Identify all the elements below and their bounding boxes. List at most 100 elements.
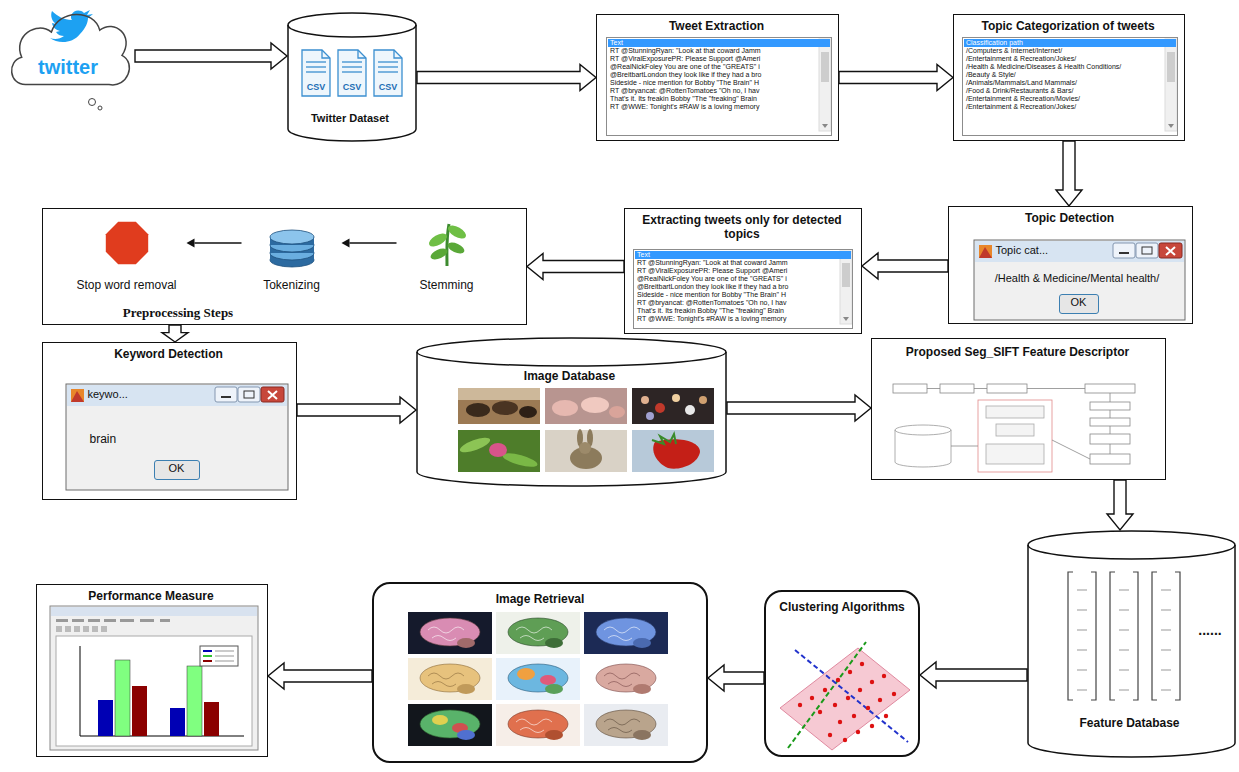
block-arrow-shape bbox=[727, 395, 871, 421]
brain-thumbnail bbox=[584, 704, 668, 746]
brain-thumbnail bbox=[584, 612, 668, 654]
photo-thumbnail bbox=[489, 443, 507, 457]
photo-thumbnail bbox=[652, 434, 676, 444]
brain-thumbnail bbox=[633, 684, 651, 694]
bar-chart-window bbox=[187, 666, 202, 736]
csv-icon bbox=[306, 61, 326, 62]
coin-stack-icon bbox=[270, 230, 314, 244]
brain-thumbnail bbox=[496, 658, 580, 700]
mini-flowchart bbox=[1085, 384, 1135, 393]
csv-icon bbox=[306, 71, 326, 72]
block-arrow bbox=[839, 65, 953, 91]
bar-chart-window bbox=[72, 619, 84, 622]
cluster-plot bbox=[780, 642, 910, 750]
list-item: That's it. Its freakin Bobby "The "freak… bbox=[635, 307, 851, 315]
dialog-window bbox=[974, 240, 1185, 320]
bar-chart-window bbox=[50, 606, 258, 750]
list-item: RT @bryancat: @RottenTomatoes "Oh no, I … bbox=[608, 87, 830, 95]
photo-thumbnail bbox=[545, 430, 627, 472]
cluster-plot bbox=[892, 692, 896, 696]
photo-thumbnail bbox=[655, 403, 665, 413]
cluster-plot bbox=[860, 662, 864, 666]
bar-chart-window bbox=[65, 626, 71, 632]
step-label: Stop word removal bbox=[67, 278, 187, 292]
dialog-window bbox=[215, 387, 237, 402]
mini-flowchart bbox=[1090, 418, 1130, 426]
dialog-window bbox=[261, 387, 284, 402]
csv-icon bbox=[378, 66, 398, 67]
cluster-plot bbox=[798, 662, 896, 742]
node-heading: Keyword Detection bbox=[47, 347, 290, 361]
feature-vector bbox=[1119, 590, 1129, 690]
brain-thumbnail bbox=[604, 673, 640, 687]
brain-thumbnail bbox=[633, 638, 651, 648]
bar-chart-window bbox=[74, 626, 80, 632]
block-arrow-shape bbox=[1056, 141, 1082, 206]
brain-thumbnail bbox=[516, 627, 552, 641]
bar-chart-window bbox=[56, 636, 252, 746]
step-icon: Tokenizing bbox=[242, 218, 342, 302]
bar-chart-window bbox=[203, 660, 212, 662]
brain-thumbnail bbox=[408, 612, 492, 654]
cluster-plot bbox=[858, 688, 862, 692]
list-header: Text bbox=[635, 251, 851, 259]
cylinder-body bbox=[1028, 545, 1235, 757]
photo-thumbnail bbox=[609, 406, 625, 418]
cluster-plot bbox=[852, 714, 856, 718]
block-arrow-shape bbox=[135, 43, 287, 69]
block-arrow bbox=[727, 395, 871, 421]
photo-thumbnail bbox=[699, 396, 707, 404]
bar-chart-window bbox=[56, 626, 62, 632]
button-label: OK bbox=[155, 462, 199, 475]
feature-vector bbox=[1077, 590, 1087, 690]
bar-chart-window bbox=[115, 660, 130, 736]
dialog-window bbox=[975, 241, 1184, 262]
dialog-window bbox=[1142, 247, 1152, 254]
list-header: Classification path bbox=[964, 39, 1176, 47]
feature-vector bbox=[1068, 572, 1096, 700]
node-heading: Extracting tweets only for detected topi… bbox=[633, 213, 851, 242]
bar-chart-window bbox=[56, 619, 68, 622]
node-heading: Performance Measure bbox=[41, 589, 261, 603]
process-box: Topic DetectionTopic cat.../Health & Med… bbox=[948, 206, 1193, 324]
list-item: RT @WWE: Tonight's #RAW is a loving memo… bbox=[635, 315, 851, 323]
photo-thumbnail bbox=[458, 435, 491, 455]
node-heading: Twitter Dataset bbox=[292, 112, 408, 125]
brain-thumbnail bbox=[408, 612, 668, 746]
mini-flowchart bbox=[1110, 393, 1111, 454]
photo-thumbnail bbox=[492, 401, 518, 415]
dialog-window: Topic cat.../Health & Medicine/Mental he… bbox=[974, 240, 1185, 320]
brain-thumbnail bbox=[604, 719, 640, 733]
csv-icon bbox=[302, 50, 330, 96]
list-item: /Food & Drink/Restaurants & Bars/ bbox=[964, 87, 1176, 95]
brain-thumbnail bbox=[457, 730, 475, 740]
list-item: @RealNickFoley You are one of the "GREAT… bbox=[608, 63, 830, 71]
brain-thumbnail bbox=[408, 658, 492, 700]
dialog-window bbox=[1136, 243, 1158, 258]
list-item: /Entertainment & Recreation/Jokes/ bbox=[964, 103, 1176, 111]
block-arrow-shape bbox=[417, 65, 596, 91]
cluster-plot bbox=[828, 733, 832, 737]
step-label: Stemming bbox=[397, 278, 497, 292]
cylinder-top bbox=[1028, 531, 1235, 559]
photo-thumbnail bbox=[466, 403, 490, 417]
dialog-window bbox=[71, 389, 84, 402]
cylinder-body bbox=[417, 352, 726, 486]
cluster-plot bbox=[795, 650, 908, 742]
dialog-window bbox=[268, 391, 277, 399]
cluster-plot bbox=[884, 714, 888, 718]
block-arrow bbox=[297, 397, 416, 423]
cylinder-top bbox=[288, 13, 416, 37]
node-heading: Proposed Seg_SIFT Feature Descriptor bbox=[902, 345, 1133, 359]
mini-flowchart bbox=[893, 384, 1135, 472]
brain-thumbnail bbox=[584, 658, 668, 700]
brain-thumbnail bbox=[457, 684, 475, 694]
cloud-path bbox=[12, 14, 130, 84]
step-icon: Stemming bbox=[397, 218, 497, 302]
twitter-bird bbox=[89, 99, 96, 106]
block-arrow bbox=[920, 662, 1027, 688]
csv-icon bbox=[378, 61, 398, 62]
brain-thumbnail bbox=[545, 684, 563, 694]
photo-thumbnail bbox=[685, 405, 695, 415]
